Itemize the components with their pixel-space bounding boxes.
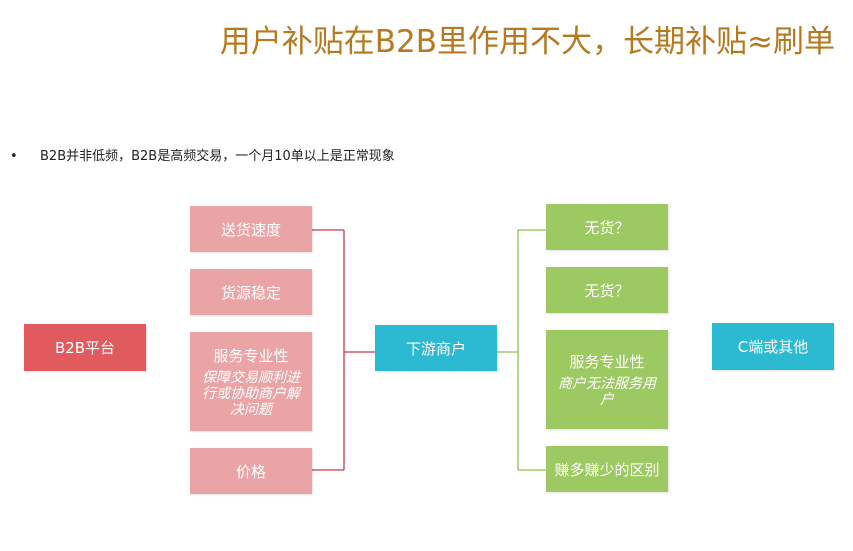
issue-label: 无货？	[584, 281, 630, 300]
issue-box-out-of-stock-1: 无货？	[546, 204, 668, 250]
bullet-marker: •	[10, 149, 18, 164]
right-bracket	[497, 229, 546, 471]
factor-sublabel: 保障交易顺利进行或协助商户解决问题	[202, 370, 300, 418]
issue-box-earnings-difference: 赚多赚少的区别	[546, 446, 668, 492]
customer-box: C端或其他	[712, 323, 834, 370]
factor-label: 送货速度	[220, 220, 281, 239]
factor-box-supply-stability: 货源稳定	[190, 269, 312, 315]
issue-box-out-of-stock-2: 无货？	[546, 267, 668, 313]
left-bracket	[312, 229, 375, 471]
issue-box-service-professionalism: 服务专业性 商户无法服务用户	[546, 330, 668, 429]
factor-box-service-professionalism: 服务专业性 保障交易顺利进行或协助商户解决问题	[190, 332, 312, 431]
issue-label: 无货？	[584, 218, 630, 237]
bullet-point: • B2B并非低频，B2B是高频交易，一个月10单以上是正常现象	[10, 145, 395, 164]
platform-box: B2B平台	[24, 324, 146, 371]
factor-box-delivery-speed: 送货速度	[190, 206, 312, 252]
factor-label: 货源稳定	[220, 283, 281, 302]
factor-box-price: 价格	[190, 448, 312, 494]
issue-label: 服务专业性	[569, 353, 645, 371]
platform-label: B2B平台	[54, 339, 116, 357]
customer-label: C端或其他	[737, 338, 809, 356]
bullet-text: B2B并非低频，B2B是高频交易，一个月10单以上是正常现象	[40, 149, 395, 164]
factor-label: 服务专业性	[213, 347, 289, 365]
issue-sublabel: 商户无法服务用户	[558, 376, 656, 408]
slide-title: 用户补贴在B2B里作用不大，长期补贴≈刷单	[219, 24, 835, 60]
merchant-label: 下游商户	[405, 339, 466, 358]
issue-label: 赚多赚少的区别	[554, 460, 660, 479]
merchant-box: 下游商户	[375, 325, 497, 371]
factor-label: 价格	[235, 462, 266, 481]
